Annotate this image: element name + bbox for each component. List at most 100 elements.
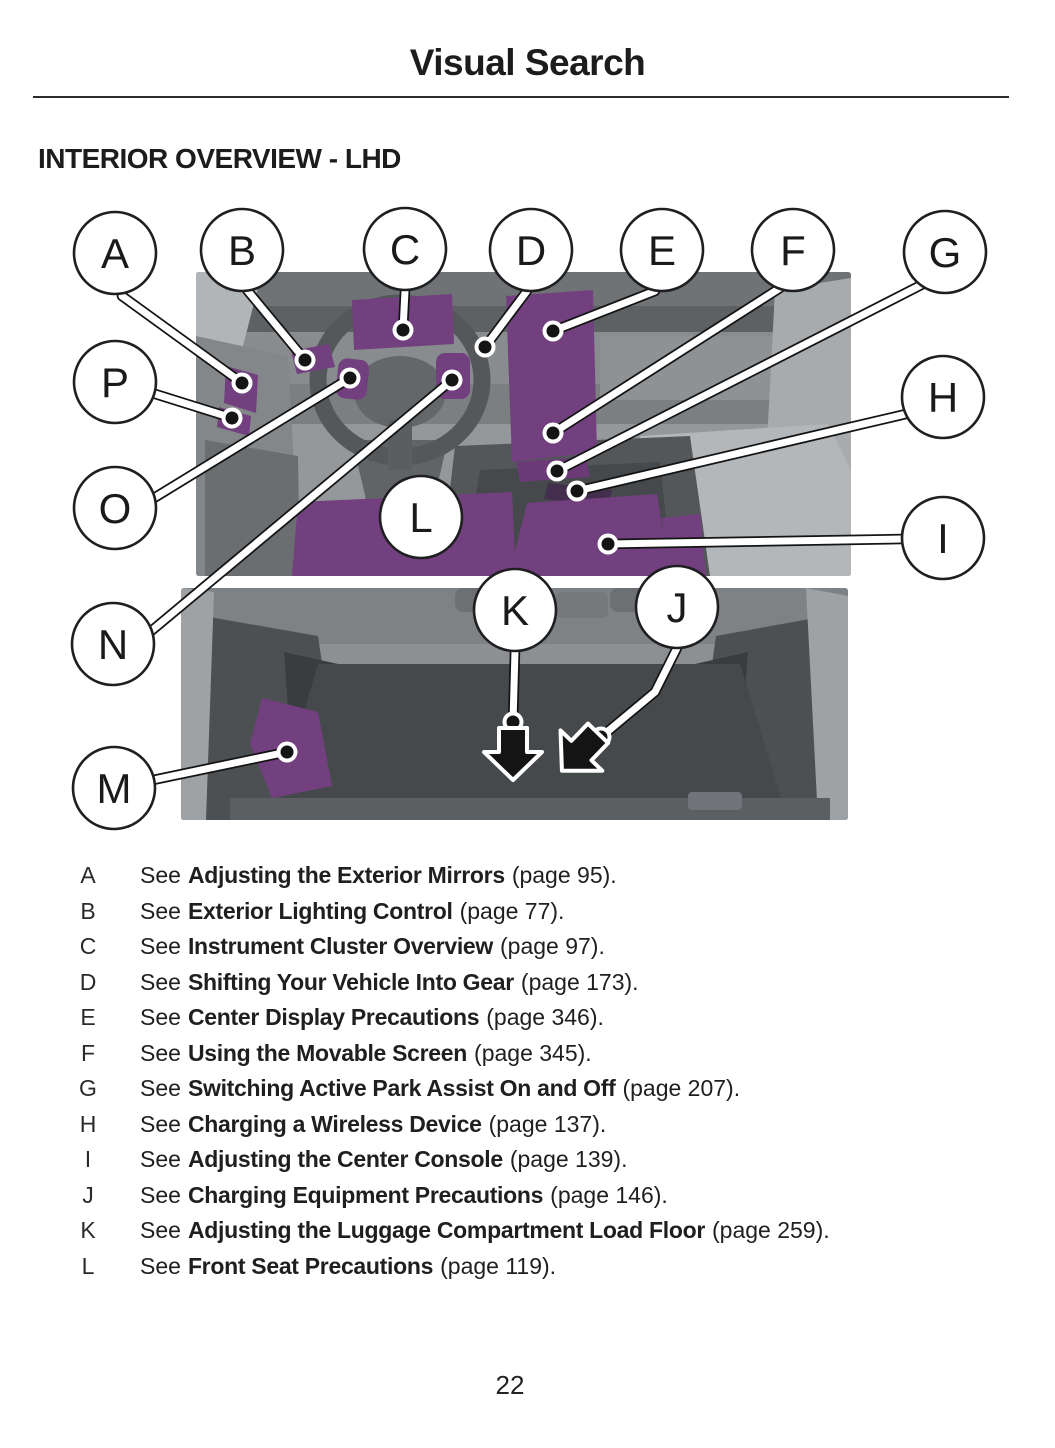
down-arrow-icon xyxy=(482,726,544,782)
item-letter: L xyxy=(81,1252,95,1279)
callout-o: O xyxy=(72,465,158,551)
item-letter: E xyxy=(80,1004,96,1030)
item-link-title: Adjusting the Exterior Mirrors xyxy=(187,862,505,888)
item-link-title: Front Seat Precautions xyxy=(187,1252,434,1279)
svg-text:L: L xyxy=(409,494,432,541)
item-page-ref: (page 97). xyxy=(500,933,605,959)
item-letter: K xyxy=(80,1217,96,1243)
svg-text:G: G xyxy=(929,229,962,276)
svg-text:E: E xyxy=(648,227,676,274)
item-letter: H xyxy=(79,1110,97,1137)
page-number: 22 xyxy=(495,1370,525,1400)
svg-text:D: D xyxy=(516,227,546,274)
item-page-ref: (page 137). xyxy=(488,1110,607,1137)
item-page-ref: (page 259). xyxy=(712,1217,830,1243)
dashboard-photo xyxy=(196,272,851,576)
item-page-ref: (page 173). xyxy=(520,968,639,995)
item-link-title: Adjusting the Center Console xyxy=(187,1146,503,1172)
callout-g: G xyxy=(902,209,988,295)
item-link-title: Using the Movable Screen xyxy=(187,1039,468,1066)
item-letter: D xyxy=(79,968,97,995)
interior-overview-diagram: A B C D E F G xyxy=(70,206,988,831)
callout-j: J xyxy=(634,564,720,650)
item-link-title: Exterior Lighting Control xyxy=(187,897,453,924)
item-page-ref: (page 345). xyxy=(474,1039,592,1066)
item-page-ref: (page 77). xyxy=(459,897,565,924)
callout-k: K xyxy=(472,567,558,653)
item-link-title: Switching Active Park Assist On and Off xyxy=(187,1075,616,1101)
item-link-title: Charging a Wireless Device xyxy=(187,1110,482,1137)
callout-b: B xyxy=(199,207,285,293)
section-heading: INTERIOR OVERVIEW - LHD xyxy=(38,143,401,174)
callout-d: D xyxy=(488,207,574,293)
item-page-ref: (page 146). xyxy=(550,1181,668,1208)
item-page-ref: (page 346). xyxy=(486,1004,604,1030)
callout-l: L xyxy=(378,474,464,560)
item-letter: C xyxy=(79,933,97,959)
leader-lines xyxy=(116,275,935,786)
svg-text:P: P xyxy=(101,359,129,406)
callout-p: P xyxy=(72,339,158,425)
callout-a: A xyxy=(72,210,158,296)
item-letter: I xyxy=(84,1146,92,1172)
item-page-ref: (page 207). xyxy=(622,1075,741,1101)
item-page-ref: (page 95). xyxy=(511,862,617,888)
svg-text:A: A xyxy=(101,230,129,277)
item-letter: A xyxy=(80,862,96,888)
item-link-title: Adjusting the Luggage Compartment Load F… xyxy=(187,1217,705,1243)
svg-text:I: I xyxy=(937,515,949,562)
callout-e: E xyxy=(619,207,705,293)
item-letter: F xyxy=(80,1039,96,1066)
svg-text:C: C xyxy=(390,226,420,273)
svg-text:O: O xyxy=(99,485,132,532)
item-letter: G xyxy=(79,1075,97,1101)
callout-c: C xyxy=(362,206,448,292)
callout-f: F xyxy=(750,207,836,293)
svg-text:J: J xyxy=(667,584,688,631)
svg-text:H: H xyxy=(928,374,958,421)
item-page-ref: (page 119). xyxy=(440,1252,557,1279)
svg-text:K: K xyxy=(501,587,529,634)
down-left-arrow-icon xyxy=(558,721,611,773)
item-link-title: Shifting Your Vehicle Into Gear xyxy=(187,968,514,995)
callout-m: M xyxy=(71,745,157,831)
svg-text:M: M xyxy=(97,765,132,812)
item-page-ref: (page 139). xyxy=(509,1146,628,1172)
item-letter: B xyxy=(80,897,96,924)
svg-text:F: F xyxy=(780,227,806,274)
item-letter: J xyxy=(82,1181,94,1208)
callout-circles: A B C D E F G xyxy=(70,206,988,831)
item-link-title: Center Display Precautions xyxy=(187,1004,480,1030)
svg-text:B: B xyxy=(228,227,256,274)
item-link-title: Charging Equipment Precautions xyxy=(187,1181,544,1208)
svg-text:N: N xyxy=(98,621,128,668)
item-link-title: Instrument Cluster Overview xyxy=(187,933,493,959)
callout-h: H xyxy=(900,354,986,440)
title-rule xyxy=(33,96,1009,98)
